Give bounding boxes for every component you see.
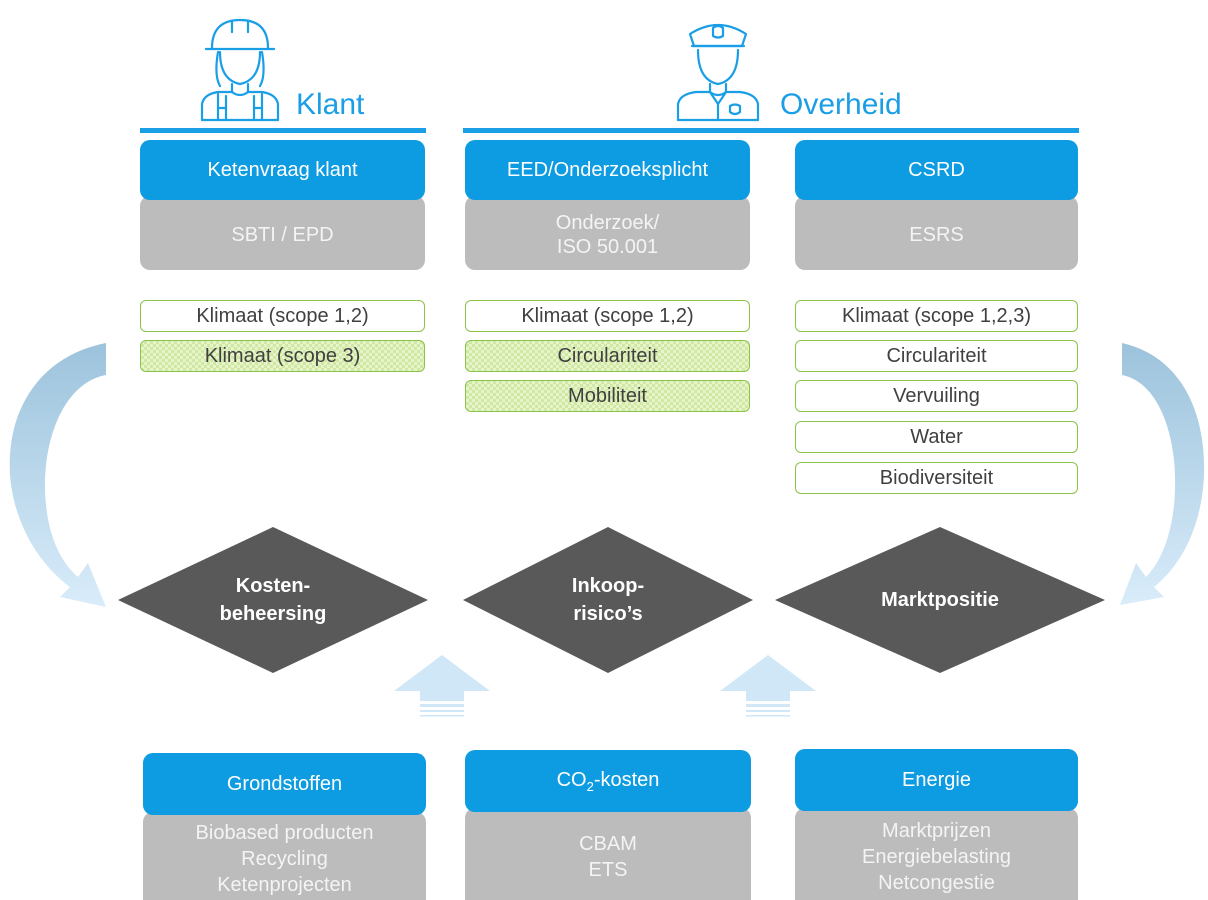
energie-items-box: Marktprijzen Energiebelasting Netcongest… [795, 808, 1078, 900]
up-arrow-right [720, 655, 816, 717]
grondstoffen-title: Grondstoffen [226, 772, 343, 795]
co2-prefix: CO [556, 768, 587, 791]
left-curved-arrow [9, 343, 107, 607]
overheid-rule [463, 128, 1079, 133]
tag-klimaat-scope-1-2-3: Klimaat (scope 1,2,3) [795, 300, 1078, 332]
grondstoffen-items: Biobased producten Recycling Ketenprojec… [195, 822, 374, 896]
grondstoffen-items-box: Biobased producten Recycling Ketenprojec… [143, 812, 426, 900]
tag-water: Water [795, 421, 1078, 453]
energie-items: Marktprijzen Energiebelasting Netcongest… [862, 820, 1011, 894]
diamond-marktpositie [775, 527, 1105, 673]
co2-items: CBAM ETS [579, 833, 637, 881]
co2-suffix: -kosten [593, 768, 660, 791]
esrs-label: ESRS [909, 224, 964, 246]
tag-circulariteit: Circulariteit [795, 340, 1078, 372]
diamond-kostenbeheersing [118, 527, 428, 673]
csrd-title: CSRD [908, 158, 965, 181]
co2-items-box: CBAM ETS [465, 808, 751, 900]
co2-kosten-box: CO2-kosten [465, 750, 751, 812]
onderzoek-iso-box: Onderzoek/ ISO 50.001 [465, 196, 750, 270]
tag-biodiversiteit: Biodiversiteit [795, 462, 1078, 494]
tag-klimaat-scope-3: Klimaat (scope 3) [140, 340, 425, 372]
tag-klimaat-scope-1-2: Klimaat (scope 1,2) [465, 300, 750, 332]
up-arrow-left [394, 655, 490, 717]
csrd-box: CSRD [795, 140, 1078, 200]
tag-mobiliteit: Mobiliteit [465, 380, 750, 412]
energie-box: Energie [795, 749, 1078, 811]
header-overheid: Overheid [780, 88, 902, 121]
diamond-inkooprisicos [463, 527, 753, 673]
right-curved-arrow [1120, 343, 1205, 605]
klant-rule [140, 128, 426, 133]
eed-box: EED/Onderzoeksplicht [465, 140, 750, 200]
header-klant: Klant [296, 88, 365, 121]
eed-title: EED/Onderzoeksplicht [506, 158, 709, 181]
energie-title: Energie [902, 768, 971, 791]
sbti-epd-box: SBTI / EPD [140, 196, 425, 270]
diamond-kostenbeheersing-label: Kosten- beheersing [219, 575, 327, 625]
diamond-inkooprisicos-label: Inkoop- risico’s [571, 575, 645, 625]
tag-circulariteit: Circulariteit [465, 340, 750, 372]
tag-vervuiling: Vervuiling [795, 380, 1078, 412]
grondstoffen-box: Grondstoffen [143, 753, 426, 815]
tag-klimaat-scope-1-2: Klimaat (scope 1,2) [140, 300, 425, 332]
esrs-box: ESRS [795, 196, 1078, 270]
co2-kosten-title: CO2-kosten [557, 769, 660, 794]
worker-helmet-icon [200, 18, 280, 122]
sbti-epd-label: SBTI / EPD [231, 224, 334, 246]
diamond-marktpositie-label: Marktpositie [881, 589, 999, 611]
police-officer-icon [676, 23, 760, 122]
onderzoek-iso-label: Onderzoek/ ISO 50.001 [555, 212, 660, 258]
co2-subscript: 2 [586, 778, 594, 794]
ketenvraag-klant-box: Ketenvraag klant [140, 140, 425, 200]
ketenvraag-klant-title: Ketenvraag klant [207, 158, 358, 181]
